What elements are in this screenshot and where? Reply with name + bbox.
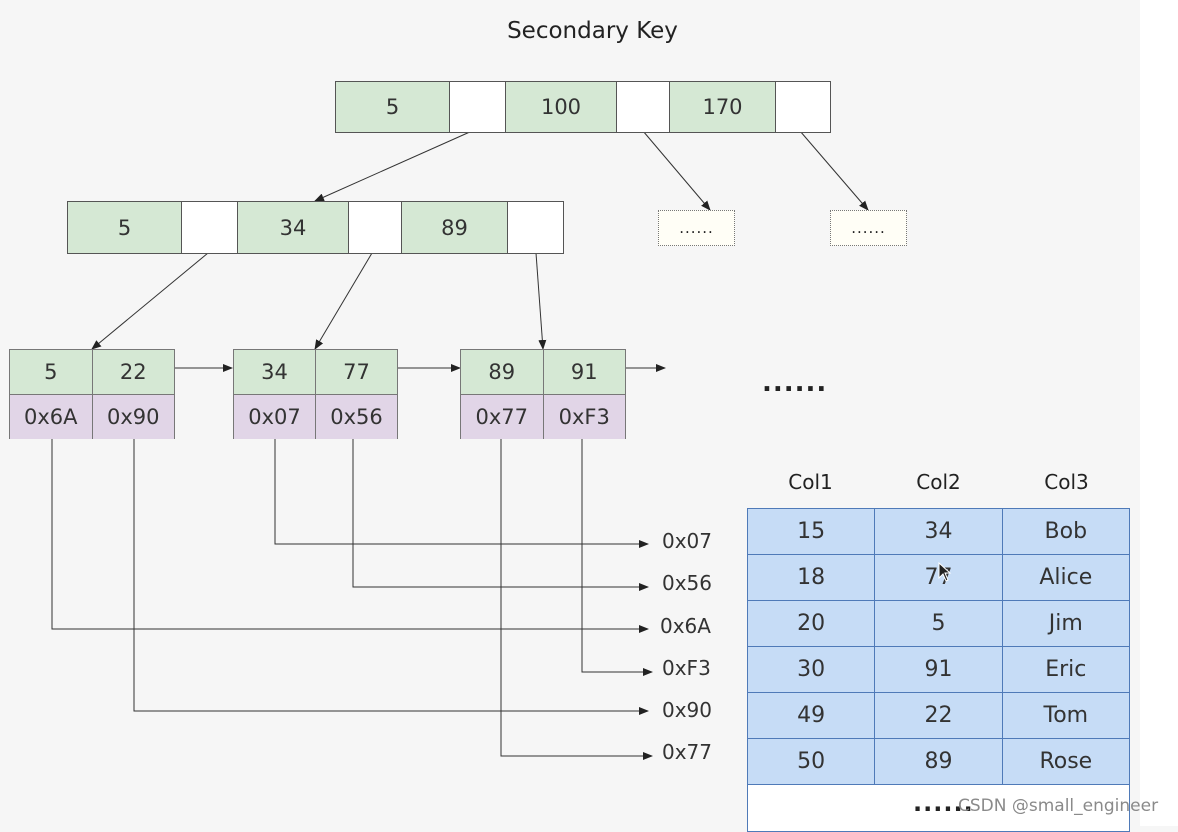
leaf-address-cell: 0x6A <box>10 395 92 439</box>
edge-root-to-placeholder-1 <box>642 130 711 211</box>
table-cell: 15 <box>748 509 875 554</box>
mouse-cursor-icon <box>938 562 952 582</box>
table-row: 49 22 Tom <box>748 692 1129 738</box>
root-key-cell: 5 <box>336 82 449 132</box>
address-label: 0x77 <box>662 740 713 764</box>
table-row: 50 89 Rose <box>748 738 1129 784</box>
root-pointer-cell <box>775 82 830 132</box>
watermark: CSDN @small_engineer <box>958 796 1159 816</box>
leaf-continuation: ...... <box>762 368 828 398</box>
leaf-address-row: 0x77 0xF3 <box>461 394 625 439</box>
root-key-cell: 100 <box>505 82 616 132</box>
table-cell: Eric <box>1001 647 1129 692</box>
leaf-key-cell: 5 <box>10 350 92 394</box>
placeholder-node: ...... <box>830 210 907 246</box>
address-label: 0x56 <box>662 571 713 595</box>
root-node: 5 100 170 <box>335 81 831 133</box>
leaf-key-row: 89 91 <box>461 350 625 394</box>
table-cell: 22 <box>874 693 1002 738</box>
address-label: 0x6A <box>660 614 711 638</box>
table-cell: Bob <box>1001 509 1129 554</box>
table-cell: 91 <box>874 647 1002 692</box>
leaf-key-cell: 34 <box>234 350 315 394</box>
table-cell: 30 <box>748 647 875 692</box>
leaf-address-cell: 0x77 <box>461 395 543 439</box>
root-pointer-cell <box>449 82 505 132</box>
table-cell: 20 <box>748 601 875 646</box>
table-row: 20 5 Jim <box>748 600 1129 646</box>
diagram-title: Secondary Key <box>507 18 678 44</box>
edge-internal-to-leaf-1 <box>91 252 209 350</box>
edge-internal-to-leaf-2 <box>314 252 373 350</box>
table-column-header: Col3 <box>1044 470 1089 494</box>
table-column-header: Col2 <box>916 470 961 494</box>
leaf-address-row: 0x6A 0x90 <box>10 394 174 439</box>
leaf-key-cell: 89 <box>461 350 543 394</box>
internal-key-cell: 5 <box>68 202 181 253</box>
leaf-address-cell: 0x56 <box>315 395 397 439</box>
table-cell: Tom <box>1001 693 1129 738</box>
table-footer: ...... <box>748 784 1129 831</box>
internal-key-cell: 34 <box>237 202 348 253</box>
leaf-key-cell: 22 <box>91 350 174 394</box>
data-table: 15 34 Bob 18 77 Alice 20 5 Jim 30 91 Eri… <box>747 508 1130 832</box>
table-cell: 49 <box>748 693 875 738</box>
route-0xF3 <box>581 438 653 676</box>
route-0x07 <box>274 438 649 548</box>
table-row: 30 91 Eric <box>748 646 1129 692</box>
table-cell: Jim <box>1001 601 1129 646</box>
table-cell: Alice <box>1001 555 1129 600</box>
internal-key-cell: 89 <box>401 202 507 253</box>
table-cell: 77 <box>874 555 1002 600</box>
leaf-key-row: 34 77 <box>234 350 397 394</box>
leaf-node: 34 77 0x07 0x56 <box>233 349 398 439</box>
table-footer-ellipsis: ...... <box>913 789 974 817</box>
internal-pointer-cell <box>181 202 237 253</box>
placeholder-node: ...... <box>658 210 735 246</box>
edge-root-to-placeholder-2 <box>799 130 869 211</box>
table-cell: Rose <box>1001 739 1129 784</box>
address-label: 0x90 <box>662 698 713 722</box>
table-column-header: Col1 <box>788 470 833 494</box>
leaf-address-cell: 0x90 <box>91 395 174 439</box>
route-0x77 <box>500 438 653 760</box>
table-cell: 34 <box>874 509 1002 554</box>
leaf-address-cell: 0x07 <box>234 395 315 439</box>
address-label: 0xF3 <box>662 656 711 680</box>
internal-node: 5 34 89 <box>67 201 564 254</box>
root-key-cell: 170 <box>669 82 775 132</box>
table-cell: 50 <box>748 739 875 784</box>
edge-internal-to-leaf-3 <box>535 252 547 350</box>
leaf-key-cell: 77 <box>315 350 397 394</box>
table-row: 18 77 Alice <box>748 554 1129 600</box>
leaf-node: 5 22 0x6A 0x90 <box>9 349 175 439</box>
leaf-key-row: 5 22 <box>10 350 174 394</box>
edge-root-to-internal <box>314 130 473 202</box>
route-0x56 <box>352 438 649 591</box>
internal-pointer-cell <box>348 202 401 253</box>
table-row: 15 34 Bob <box>748 509 1129 554</box>
internal-pointer-cell <box>507 202 563 253</box>
route-0x90 <box>133 438 649 715</box>
leaf-address-cell: 0xF3 <box>542 395 625 439</box>
leaf-address-row: 0x07 0x56 <box>234 394 397 439</box>
table-cell: 5 <box>874 601 1002 646</box>
address-label: 0x07 <box>662 529 713 553</box>
right-strip <box>1140 0 1178 826</box>
leaf-node: 89 91 0x77 0xF3 <box>460 349 626 439</box>
table-cell: 89 <box>874 739 1002 784</box>
leaf-key-cell: 91 <box>542 350 625 394</box>
route-0x6A <box>51 438 649 633</box>
table-cell: 18 <box>748 555 875 600</box>
root-pointer-cell <box>616 82 669 132</box>
